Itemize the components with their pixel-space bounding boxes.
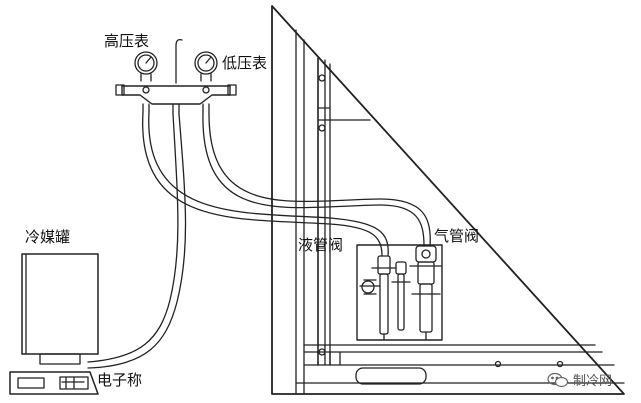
hose-to-gas-valve <box>202 111 431 247</box>
low-pressure-gauge <box>194 51 218 82</box>
high-pressure-gauge-label: 高压表 <box>104 32 150 50</box>
base-slot <box>355 367 427 385</box>
hose-to-liquid-valve <box>142 111 389 257</box>
low-pressure-gauge-label: 低压表 <box>222 54 268 72</box>
unit-base <box>295 344 625 384</box>
gas-pipe-valve <box>409 245 443 341</box>
high-pressure-gauge <box>134 51 158 82</box>
watermark-text: 制冷网 <box>573 374 613 389</box>
liquid-pipe-valve <box>359 255 411 341</box>
liquid-valve-label: 液管阀 <box>298 236 344 254</box>
wechat-icon <box>547 372 569 387</box>
manifold-hook <box>175 38 183 84</box>
electronic-scale <box>9 371 99 395</box>
refrigerant-tank-label: 冷媒罐 <box>25 228 71 246</box>
hoses <box>87 111 431 369</box>
unit-outline <box>271 5 625 395</box>
refrigerant-tank <box>21 253 99 365</box>
electronic-scale-label: 电子称 <box>97 371 143 389</box>
gas-valve-label: 气管阀 <box>434 227 480 245</box>
screw <box>318 124 326 132</box>
manifold-body <box>121 85 231 105</box>
hose-to-tank <box>87 113 187 369</box>
manifold-gauge-set <box>115 38 237 115</box>
outdoor-unit <box>271 5 625 395</box>
watermark: 制冷网 <box>547 370 612 389</box>
unit-top-rail <box>317 107 371 121</box>
screw <box>318 74 326 82</box>
valve-plate <box>356 244 443 341</box>
